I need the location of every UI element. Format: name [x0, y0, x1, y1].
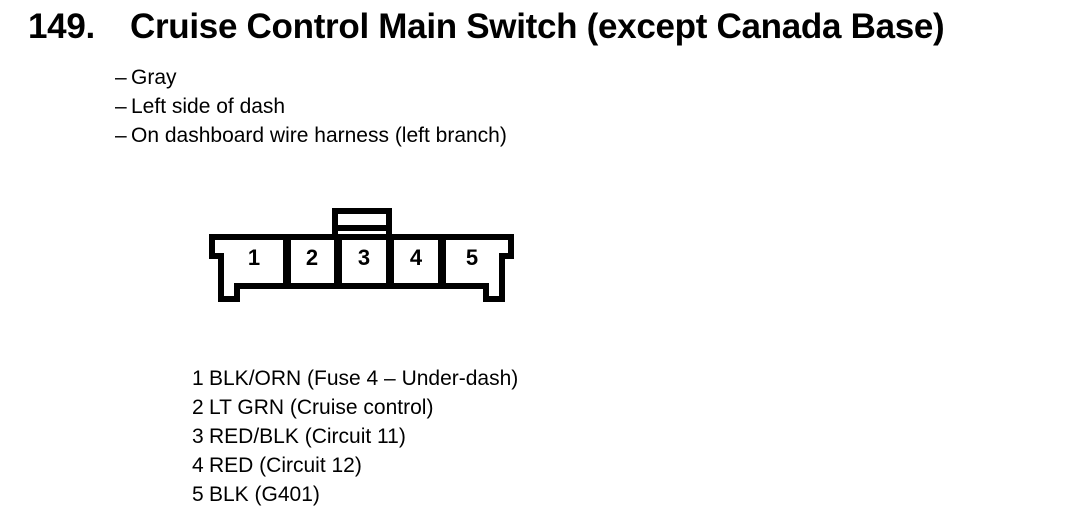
- connector-diagram: 1 2 3 4 5: [209, 208, 514, 302]
- pin-row-number: 4: [192, 454, 204, 477]
- detail-list: –Gray –Left side of dash –On dashboard w…: [115, 63, 507, 150]
- pin-number: 5: [466, 245, 478, 270]
- dash-marker: –: [115, 95, 127, 118]
- connector-outline: [209, 234, 514, 302]
- pin-row-label: RED/BLK (Circuit 11): [209, 425, 406, 448]
- pin-row-number: 1: [192, 367, 204, 390]
- pin-number: 1: [248, 245, 260, 270]
- pin-row-number: 3: [192, 425, 204, 448]
- section-number: 149.: [28, 7, 95, 46]
- pin-row-number: 5: [192, 483, 204, 506]
- pin-row-label: LT GRN (Cruise control): [209, 396, 434, 419]
- dash-marker: –: [115, 66, 127, 89]
- pin-number: 3: [358, 245, 370, 270]
- pin-row-label: BLK (G401): [209, 483, 320, 506]
- detail-item-location: –Left side of dash: [115, 92, 507, 121]
- detail-text: Gray: [131, 66, 177, 89]
- pin-number: 4: [410, 245, 423, 270]
- pin-row-label: RED (Circuit 12): [209, 454, 362, 477]
- detail-item-color: –Gray: [115, 63, 507, 92]
- detail-text: Left side of dash: [131, 95, 286, 118]
- detail-item-harness: –On dashboard wire harness (left branch): [115, 121, 507, 150]
- page-title: Cruise Control Main Switch (except Canad…: [130, 7, 945, 46]
- dash-marker: –: [115, 124, 127, 147]
- detail-text: On dashboard wire harness (left branch): [131, 124, 507, 147]
- pin-row-label: BLK/ORN (Fuse 4 – Under-dash): [209, 367, 519, 390]
- lock-tab: [332, 208, 392, 237]
- pin-row-number: 2: [192, 396, 204, 419]
- pin-number: 2: [306, 245, 318, 270]
